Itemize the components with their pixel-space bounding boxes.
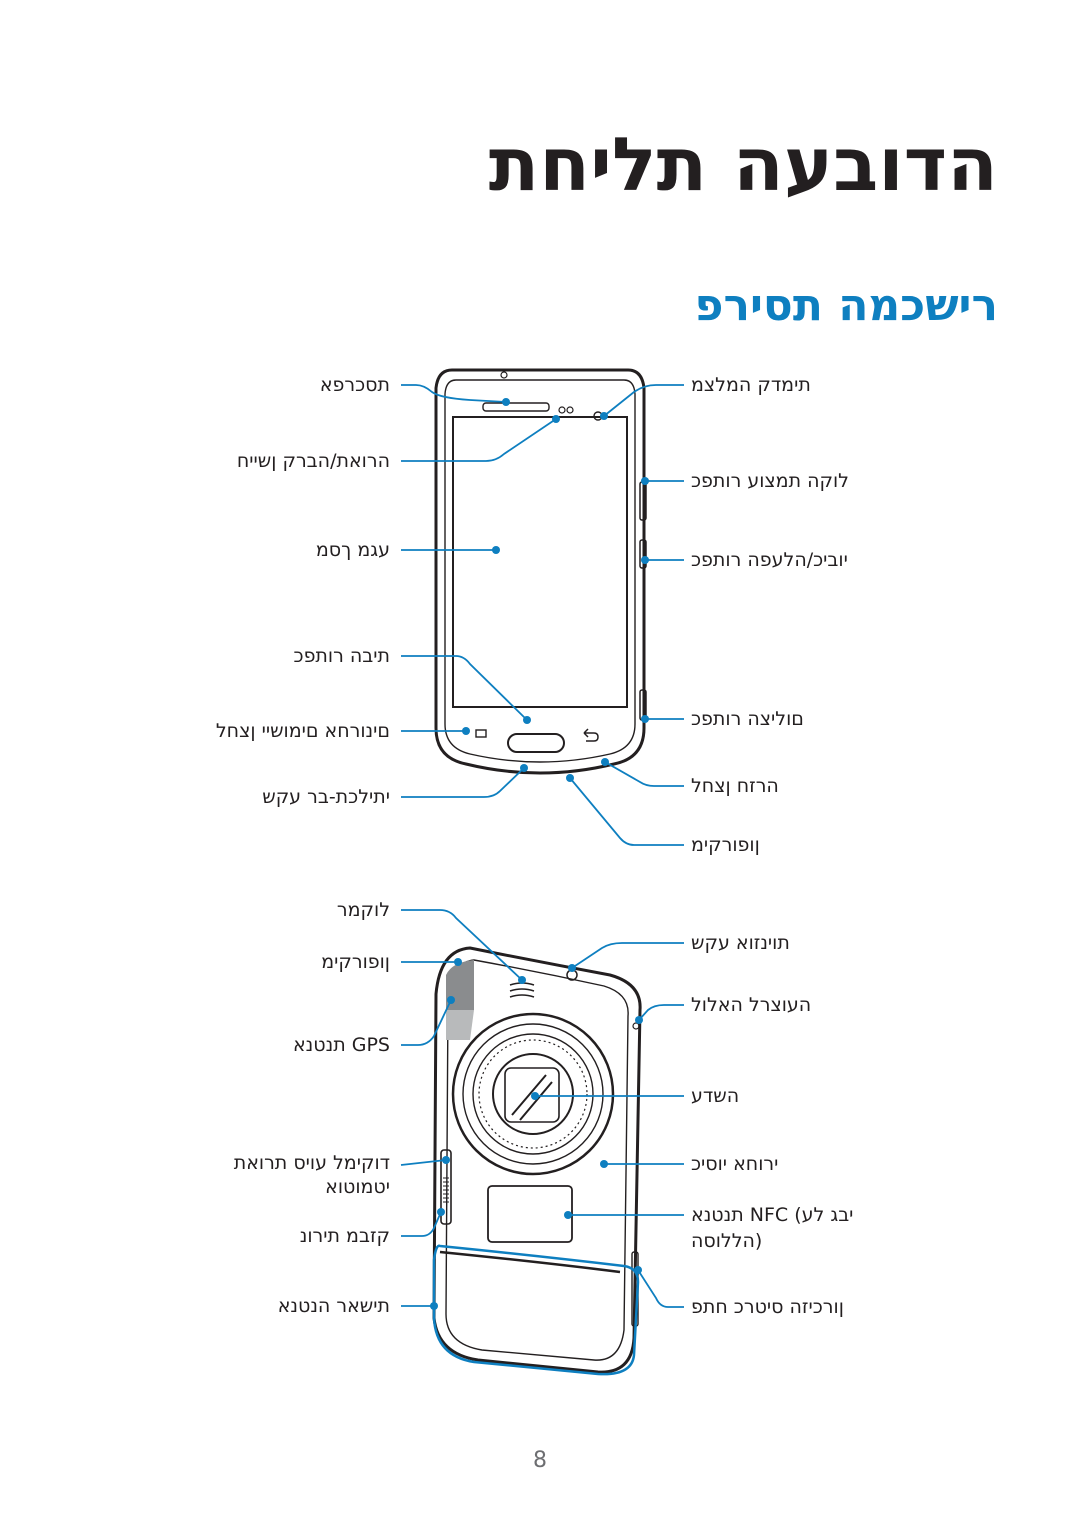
- main-antenna-outline: [432, 1244, 640, 1376]
- label-headset-jack-back: תוינזוא עקש: [691, 932, 790, 954]
- dot-memory: [634, 1266, 642, 1274]
- phone-front: [434, 368, 647, 775]
- dot-flash: [437, 1208, 445, 1216]
- dot-back-btn: [601, 758, 609, 766]
- label-af-assist-line2: יטמוטוא: [325, 1176, 390, 1198]
- label-power-button: יוביכ/הלעפה רותפכ: [691, 549, 848, 571]
- label-proximity-sensor: תסכרפא: [319, 374, 390, 396]
- phone-back: [432, 946, 642, 1374]
- section-title: רישכמה תסירפ: [694, 280, 998, 331]
- dot-back-cover: [600, 1160, 608, 1168]
- label-front-microphone: ןופורקימ: [691, 834, 760, 856]
- label-back-button: הרזח ןצחל: [691, 775, 779, 797]
- label-nfc-line2: (הללוסה: [691, 1230, 763, 1252]
- label-main-antenna: תישאר הנטנא: [277, 1295, 390, 1317]
- dot-headset-front: [520, 764, 528, 772]
- label-speaker: לוקמר: [336, 899, 390, 921]
- callout-dots: [430, 398, 649, 1310]
- dot-home: [523, 716, 531, 724]
- label-back-cover: ירוחא יוסיכ: [691, 1153, 779, 1175]
- dot-front-camera: [600, 412, 608, 420]
- front-callouts: [401, 384, 684, 846]
- dot-recent: [462, 727, 470, 735]
- label-front-camera: תימדק המלצמ: [691, 374, 811, 396]
- dot-af-assist: [442, 1156, 450, 1164]
- dot-nfc: [564, 1211, 572, 1219]
- label-shutter-button: םוליצה רותפכ: [691, 708, 804, 730]
- dot-lens: [531, 1092, 539, 1100]
- label-flash: קזבמ תירונ: [299, 1225, 390, 1247]
- label-volume-button: לוקה תמצוע רותפכ: [691, 470, 849, 492]
- dot-power: [641, 556, 649, 564]
- dot-mic-back: [454, 958, 462, 966]
- label-home-button: תיבה רותפכ: [293, 645, 390, 667]
- back-callouts: [400, 909, 684, 1308]
- dot-touchscreen: [492, 546, 500, 554]
- label-af-assist-line1: דוקימל עויס תרואת: [233, 1152, 390, 1174]
- dot-strap: [635, 1016, 643, 1024]
- label-back-microphone: ןופורקימ: [321, 951, 390, 973]
- label-recent-apps-button: םינורחא םימושיי ןצחל: [215, 720, 390, 742]
- label-strap-hole: העוצרל האלול: [691, 994, 812, 1016]
- dot-mic-front: [566, 774, 574, 782]
- dot-proximity: [502, 398, 510, 406]
- dot-main-antenna: [430, 1302, 438, 1310]
- page-title: הדובעה תליחת: [488, 122, 998, 208]
- label-gps-antenna: GPS תנטנא: [292, 1034, 390, 1056]
- dot-shutter: [641, 715, 649, 723]
- dot-speaker: [518, 976, 526, 984]
- dot-headset-back: [568, 964, 576, 972]
- label-headset-jack: יתילכת-בר עקש: [262, 786, 390, 808]
- label-touchscreen: עגמ ךסמ: [315, 539, 390, 561]
- dot-gps: [447, 996, 455, 1004]
- page-number: 8: [533, 1448, 547, 1473]
- dot-light: [552, 415, 560, 423]
- dot-volume: [641, 477, 649, 485]
- label-nfc-line1: יבג לע) NFC תנטנא: [691, 1204, 854, 1226]
- label-memory-card-slot: ןורכיזה סיטרכ חתפ: [691, 1296, 844, 1318]
- label-lens: השדע: [691, 1085, 740, 1107]
- label-light-sensor: הרואת/הברק ןשייח: [236, 450, 390, 472]
